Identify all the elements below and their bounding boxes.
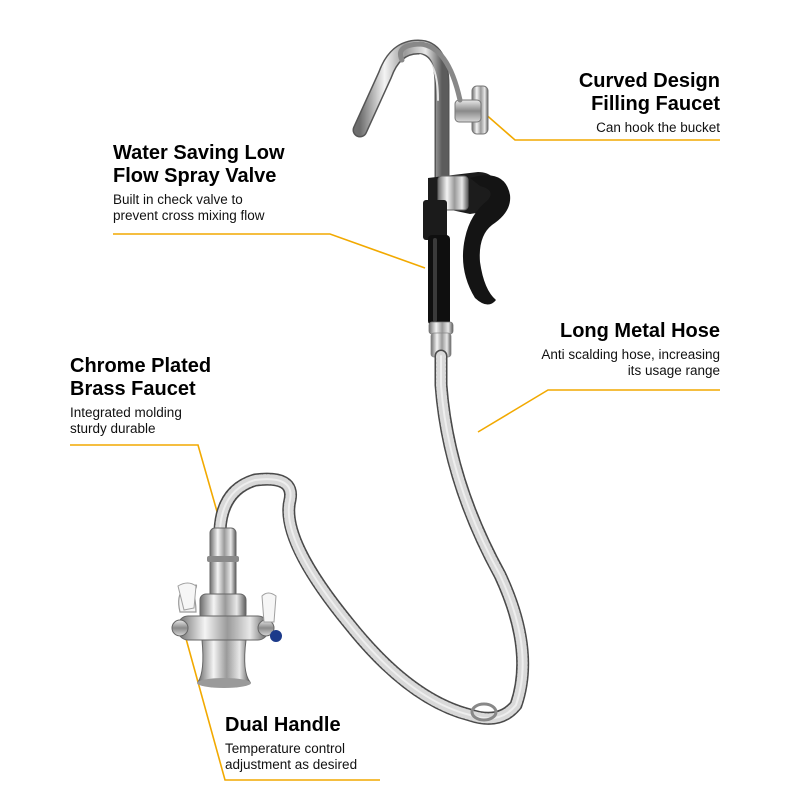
leader-line-brass — [70, 444, 221, 523]
curved-spout — [352, 39, 463, 186]
leader-line-curved — [482, 111, 720, 141]
callout-title: Water Saving Low Flow Spray Valve — [113, 142, 285, 187]
callout-description: Can hook the bucket — [596, 120, 720, 135]
callout-title: Dual Handle — [225, 714, 341, 736]
callout-title: Curved Design Filling Faucet — [578, 70, 720, 115]
leader-line-hose — [477, 389, 720, 433]
callout-metal-hose: Long Metal Hose Anti scalding hose, incr… — [541, 320, 720, 379]
callout-spray-valve: Water Saving Low Flow Spray Valve Built … — [113, 142, 285, 224]
right-handle — [261, 592, 277, 623]
callout-description: Built in check valve to prevent cross mi… — [113, 192, 265, 223]
callout-description: Anti scalding hose, increasing its usage… — [541, 347, 720, 378]
dual-handles — [177, 582, 277, 623]
metal-hose — [213, 349, 530, 725]
callout-description: Integrated molding sturdy durable — [70, 405, 182, 436]
spray-valve-head — [423, 172, 511, 358]
wall-bracket — [454, 85, 489, 135]
callout-title: Chrome Plated Brass Faucet — [70, 355, 212, 400]
callout-title: Long Metal Hose — [559, 320, 720, 342]
callout-description: Temperature control adjustment as desire… — [225, 741, 358, 772]
callout-brass-faucet: Chrome Plated Brass Faucet Integrated mo… — [70, 355, 211, 437]
base-faucet-body — [171, 527, 282, 688]
callout-dual-handle: Dual Handle Temperature control adjustme… — [225, 714, 357, 773]
callout-leader-lines — [70, 111, 720, 781]
callout-curved-design: Curved Design Filling Faucet Can hook th… — [579, 70, 720, 136]
leader-line-spray — [113, 233, 426, 269]
